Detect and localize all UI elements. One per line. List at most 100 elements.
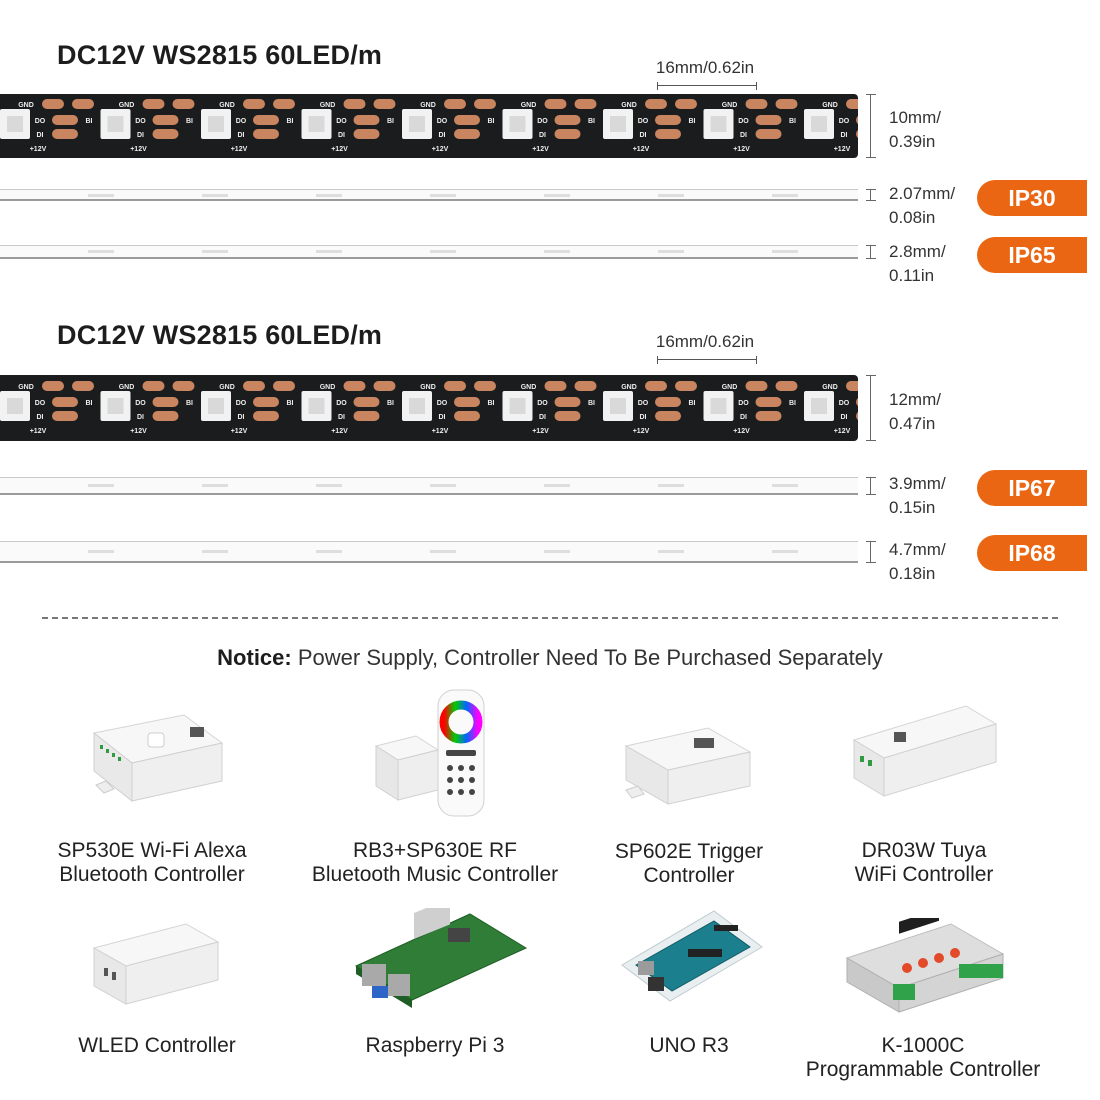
led-lens <box>409 398 425 414</box>
strip-width-label: 12mm/ 0.47in <box>889 388 941 436</box>
led-lens <box>208 116 224 132</box>
solder-pad <box>454 411 480 421</box>
solder-pad <box>755 129 782 139</box>
solder-pad <box>554 129 581 139</box>
strip-label-12v: +12V <box>331 428 348 435</box>
solder-pad <box>554 115 581 125</box>
strip-width-mm: 12mm/ <box>889 390 941 409</box>
strip-label-12v: +12V <box>30 146 47 153</box>
solder-pad <box>172 99 195 109</box>
solder-pad <box>444 99 466 109</box>
strip-label-12v: +12V <box>733 428 750 435</box>
solder-pad <box>273 381 295 391</box>
solder-pad <box>253 115 279 125</box>
strip-label-bi: BI <box>186 118 193 125</box>
controller-box-icon <box>92 714 224 803</box>
solder-pad <box>172 381 195 391</box>
solder-pad <box>745 381 768 391</box>
strip-label-do: DO <box>236 118 247 125</box>
solder-pad <box>755 397 782 407</box>
strip-label-12v: +12V <box>532 428 549 435</box>
product-label: UNO R3 <box>649 1034 729 1057</box>
strip-label-gnd: GND <box>420 384 436 391</box>
led-lens <box>710 398 727 414</box>
strip-label-do: DO <box>437 118 448 125</box>
strip-label-do: DO <box>738 400 749 407</box>
strip-label-12v: +12V <box>231 428 248 435</box>
strip-label-do: DO <box>135 118 146 125</box>
solder-pad <box>554 397 581 407</box>
solder-pad <box>52 129 78 139</box>
solder-pad <box>373 381 396 391</box>
solder-pad <box>243 99 265 109</box>
led-lens <box>107 116 124 132</box>
strip-label-do: DO <box>336 118 347 125</box>
strip-label-12v: +12V <box>331 146 348 153</box>
strip-label-do: DO <box>839 118 850 125</box>
strip-label-di: DI <box>338 414 345 421</box>
led-lens <box>7 116 23 132</box>
solder-pad <box>655 129 681 139</box>
led-lens <box>710 116 727 132</box>
strip-label-12v: +12V <box>834 146 851 153</box>
thickness-label: 2.8mm/ 0.11in <box>889 240 946 288</box>
solder-pad <box>444 381 466 391</box>
led-lens <box>107 398 124 414</box>
strip-label-do: DO <box>638 118 649 125</box>
thickness-in: 0.08in <box>889 208 936 227</box>
thickness-mm: 2.8mm/ <box>889 242 946 261</box>
strip-label-di: DI <box>439 132 446 139</box>
strip-label-12v: +12V <box>231 146 248 153</box>
strip-label-di: DI <box>841 414 848 421</box>
strip-label-do: DO <box>839 400 850 407</box>
strip-label-12v: +12V <box>432 146 449 153</box>
solder-pad <box>353 115 380 125</box>
strip-label-bi: BI <box>186 400 193 407</box>
solder-pad <box>745 99 768 109</box>
thickness-mm: 3.9mm/ <box>889 474 946 493</box>
solder-pad <box>52 397 78 407</box>
solder-pad <box>454 129 480 139</box>
strip-label-gnd: GND <box>722 384 738 391</box>
strip-label-gnd: GND <box>219 102 235 109</box>
strip-label-di: DI <box>740 132 747 139</box>
led-lens <box>208 398 224 414</box>
strip-label-di: DI <box>338 132 345 139</box>
thickness-bracket <box>866 189 876 201</box>
solder-pad <box>755 115 782 125</box>
led-pitch-label: 16mm/0.62in <box>655 58 755 77</box>
ip-rating-badge: IP68 <box>977 535 1087 571</box>
thickness-mm: 2.07mm/ <box>889 184 956 203</box>
solder-pad <box>353 411 380 421</box>
led-lens <box>7 398 23 414</box>
solder-pad <box>353 397 380 407</box>
solder-pad <box>152 115 179 125</box>
notice-label: Notice: <box>217 645 292 670</box>
strip-label-gnd: GND <box>521 102 537 109</box>
strip-label-gnd: GND <box>722 102 738 109</box>
solder-pad <box>755 411 782 421</box>
tuya-controller-icon <box>852 705 998 797</box>
strip-label-bi: BI <box>689 118 696 125</box>
thickness-label: 4.7mm/ 0.18in <box>889 538 946 586</box>
solder-pad <box>454 397 480 407</box>
strip-label-gnd: GND <box>521 384 537 391</box>
strip-label-do: DO <box>35 400 46 407</box>
strip-label-bi: BI <box>287 118 294 125</box>
solder-pad <box>52 115 78 125</box>
strip-label-di: DI <box>539 414 546 421</box>
strip-width-in: 0.39in <box>889 132 936 151</box>
solder-pad <box>42 381 64 391</box>
solder-pad <box>152 397 179 407</box>
strip-label-bi: BI <box>488 118 495 125</box>
thickness-label: 2.07mm/ 0.08in <box>889 182 955 230</box>
raspberry-pi-board-icon <box>354 908 528 1008</box>
solder-pad <box>856 130 858 138</box>
strip-label-gnd: GND <box>621 102 637 109</box>
led-lens <box>409 116 425 132</box>
solder-pad <box>775 381 798 391</box>
solder-pad <box>373 99 396 109</box>
strip-label-gnd: GND <box>320 102 336 109</box>
solder-pad <box>856 412 858 420</box>
